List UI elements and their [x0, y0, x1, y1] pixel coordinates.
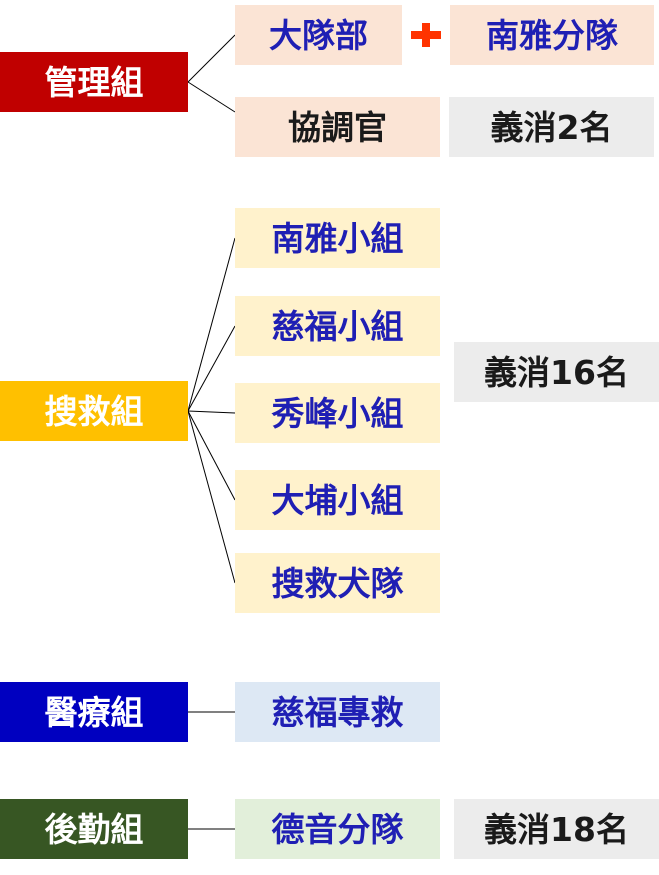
- coordinator-box: 協調官: [235, 97, 440, 157]
- rescue-team-label: 慈福小組: [271, 306, 404, 346]
- group-logistics-label: 後勤組: [44, 809, 144, 849]
- hq-partner-box: 南雅分隊: [450, 5, 654, 65]
- group-management-label: 管理組: [44, 62, 144, 102]
- connector-rescue-xiufeng: [187, 410, 236, 414]
- logistics-team-box: 德音分隊: [235, 799, 440, 859]
- coordinator-volunteers-box: 義消2名: [449, 97, 654, 157]
- rescue-team-box: 秀峰小組: [235, 383, 440, 443]
- rescue-team-box: 大埔小組: [235, 470, 440, 530]
- connector-rescue-dapu: [187, 410, 236, 501]
- rescue-volunteers-label: 義消16名: [484, 352, 629, 392]
- group-rescue: 搜救組: [0, 381, 188, 441]
- logistics-volunteers-box: 義消18名: [454, 799, 659, 859]
- logistics-volunteers-label: 義消18名: [484, 809, 629, 849]
- group-rescue-label: 搜救組: [44, 391, 144, 431]
- rescue-team-label: 搜救犬隊: [271, 563, 404, 603]
- coordinator-volunteers-label: 義消2名: [490, 107, 613, 147]
- rescue-team-label: 大埔小組: [271, 480, 404, 520]
- rescue-team-box: 南雅小組: [235, 208, 440, 268]
- hq-partner-label: 南雅分隊: [486, 15, 618, 55]
- rescue-team-label: 秀峰小組: [271, 393, 404, 433]
- connector-rescue-cifu: [187, 325, 236, 412]
- coordinator-label: 協調官: [288, 107, 387, 147]
- plus-icon: [411, 23, 441, 47]
- medical-team-box: 慈福專救: [235, 682, 440, 742]
- rescue-team-label: 南雅小組: [271, 218, 404, 258]
- connector-mgmt-hq: [187, 34, 236, 83]
- group-management: 管理組: [0, 52, 188, 112]
- rescue-team-box: 搜救犬隊: [235, 553, 440, 613]
- connector-mgmt-coord: [187, 81, 236, 113]
- group-logistics: 後勤組: [0, 799, 188, 859]
- group-medical-label: 醫療組: [44, 692, 144, 732]
- rescue-volunteers-box: 義消16名: [454, 342, 659, 402]
- hq-box: 大隊部: [235, 5, 402, 65]
- group-medical: 醫療組: [0, 682, 188, 742]
- rescue-team-box: 慈福小組: [235, 296, 440, 356]
- medical-team-label: 慈福專救: [271, 692, 404, 732]
- connector-rescue-nanya: [187, 237, 236, 412]
- connector-rescue-dog: [187, 410, 236, 584]
- logistics-team-label: 德音分隊: [271, 809, 404, 849]
- hq-label: 大隊部: [269, 15, 368, 55]
